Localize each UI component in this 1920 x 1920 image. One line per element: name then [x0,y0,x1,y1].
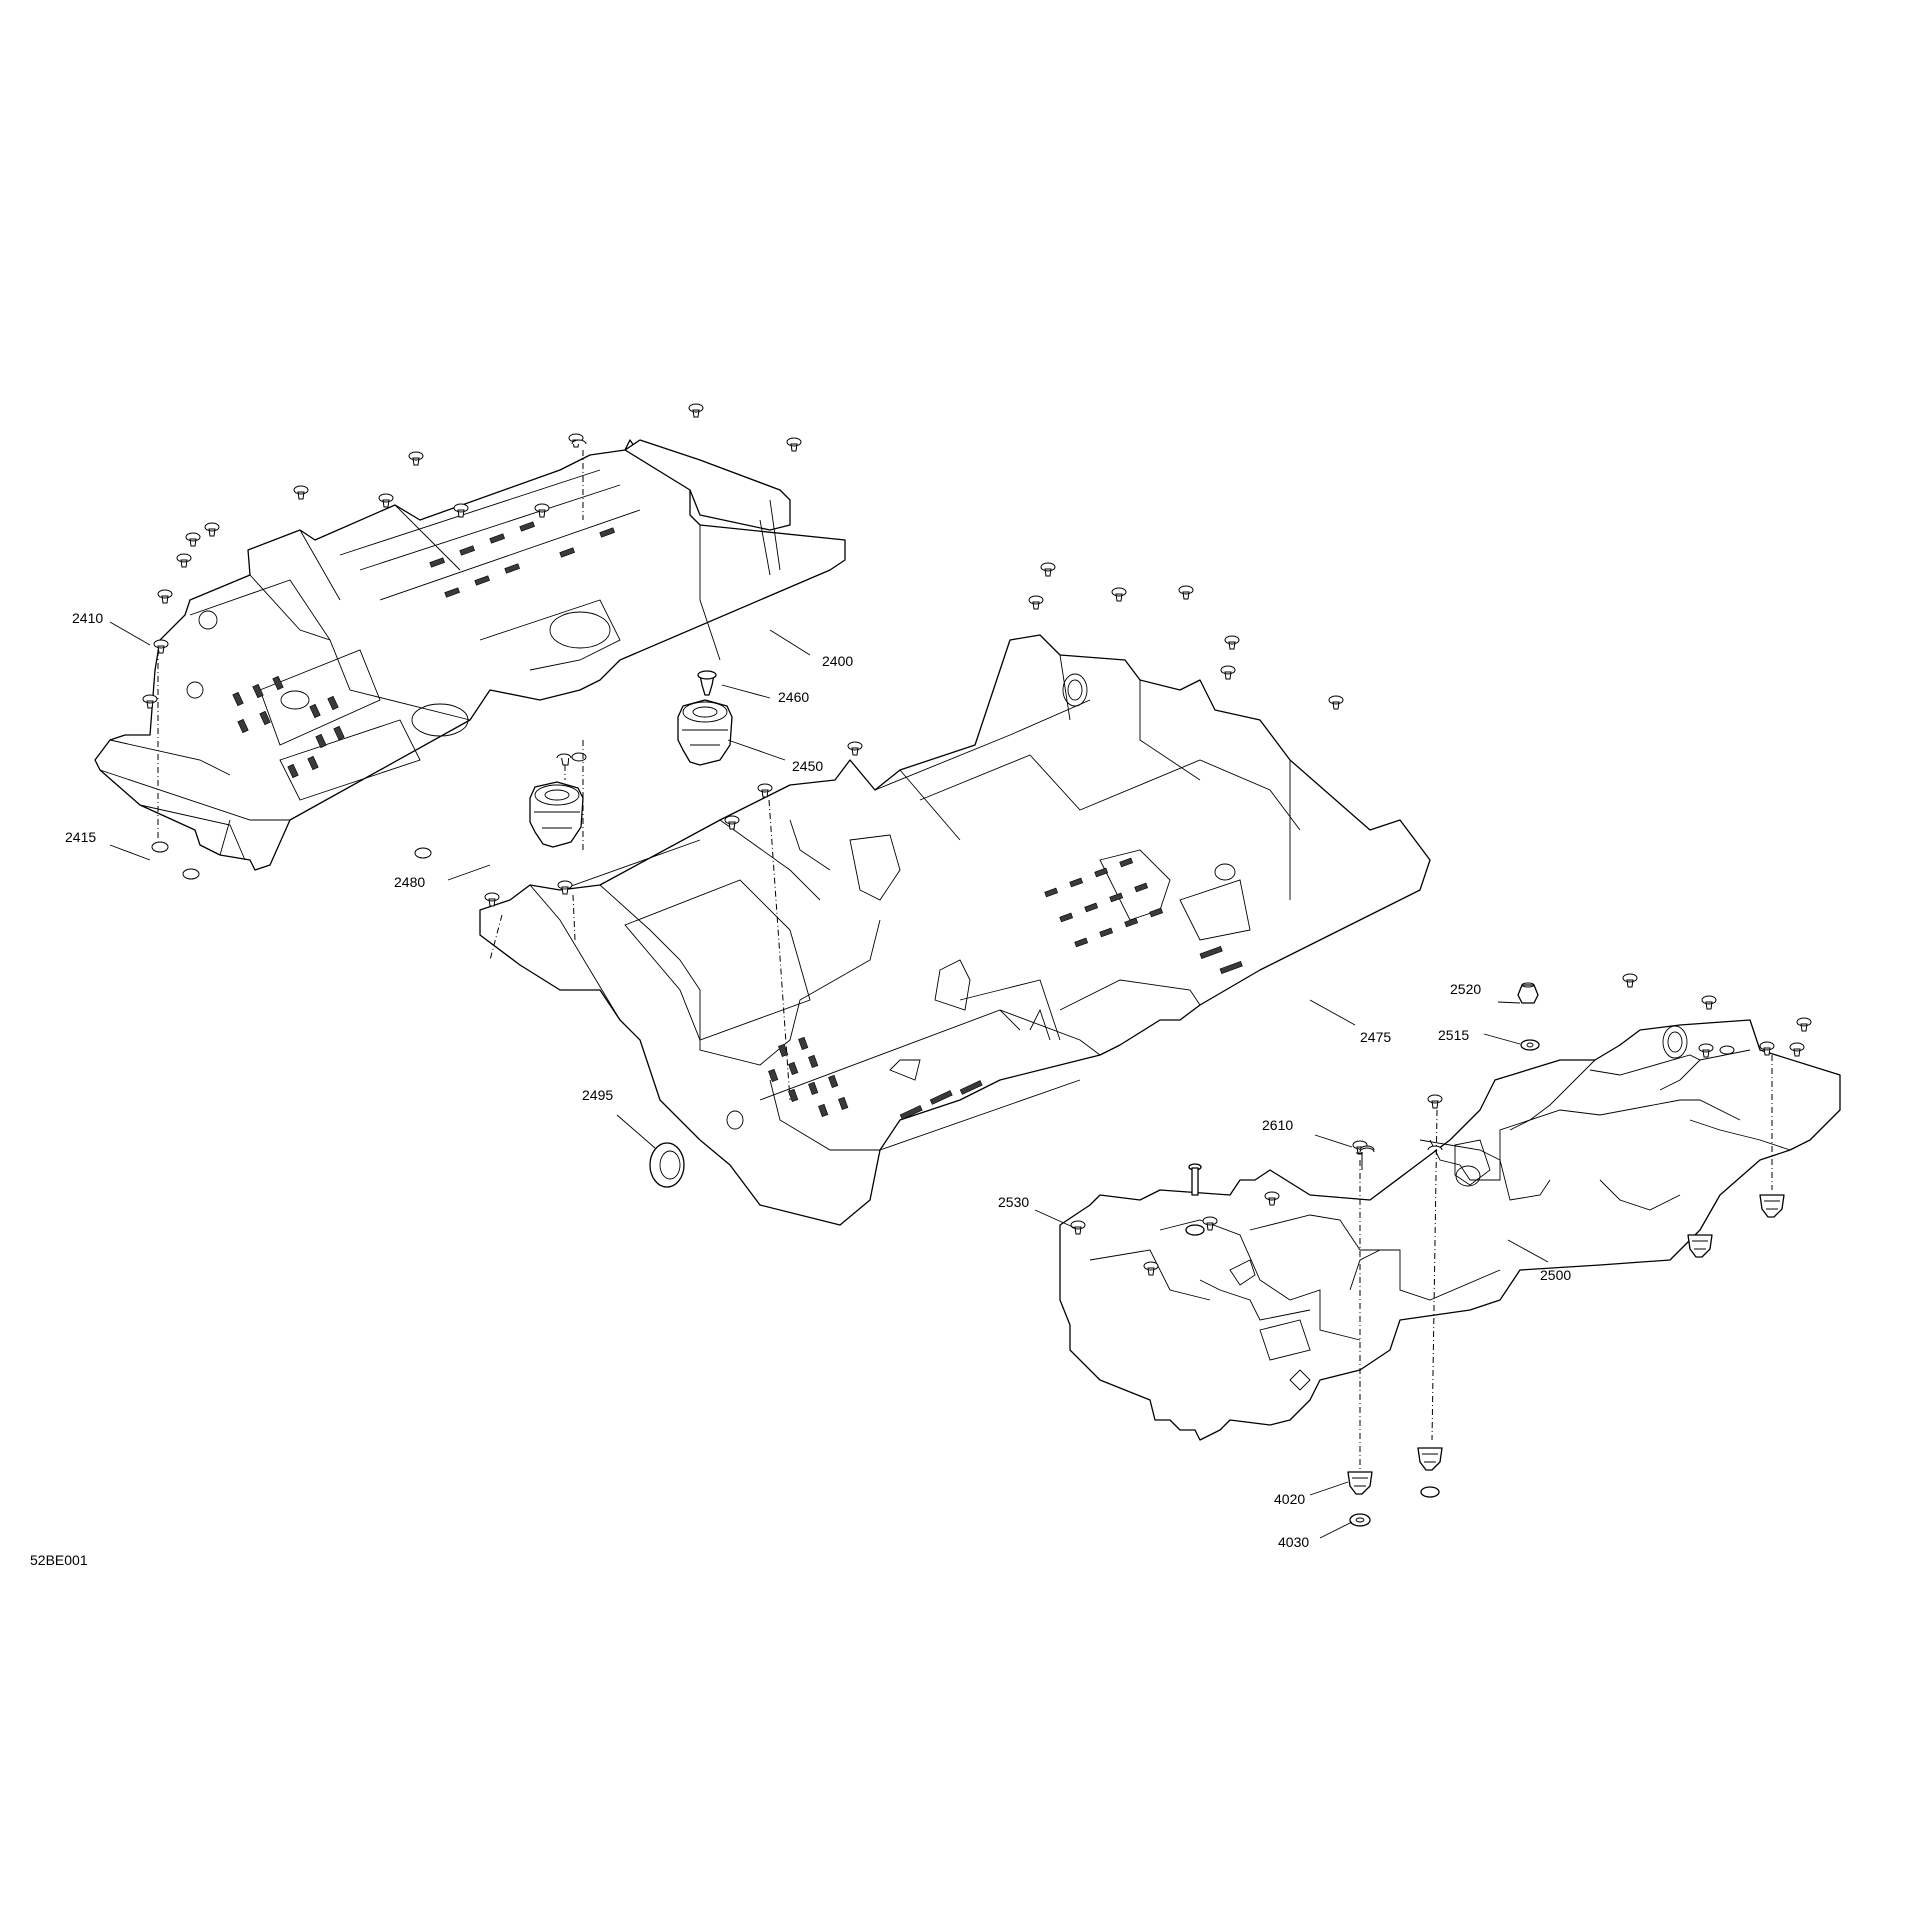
part-2500-front-under-panel[interactable] [1059,1019,1841,1441]
callout-2520: 2520 [1450,981,1481,997]
callout-2610: 2610 [1262,1117,1293,1133]
callouts: 2410 2415 2400 2460 2450 2480 2475 2495 … [65,610,1571,1550]
callout-2480: 2480 [394,874,425,890]
part-4020-clip-d[interactable] [1687,1234,1713,1258]
part-2400-rear-floor-panel[interactable] [94,439,846,871]
alignment-lines [157,450,1773,1470]
part-4030-washer[interactable] [1349,1513,1371,1527]
part-4020-clip-b[interactable] [1417,1447,1443,1498]
part-4020-clip-a[interactable] [1347,1471,1373,1495]
callout-2475: 2475 [1360,1029,1391,1045]
part-4020-clip-c[interactable] [1759,1194,1785,1218]
part-2450-cup-holder-b[interactable] [529,781,584,848]
callout-2460: 2460 [778,689,809,705]
part-2515-washer[interactable] [1520,1039,1540,1051]
part-2475-main-floor[interactable] [479,634,1431,1226]
callout-2450: 2450 [792,758,823,774]
part-2460-push-rivet[interactable] [697,670,717,696]
part-bolt-long[interactable] [1185,1163,1205,1236]
tread-slots-2400 [232,521,615,779]
part-2450-cup-holder-a[interactable] [677,699,733,766]
part-2495-grommet[interactable] [649,1142,685,1188]
fastener-group [142,403,1812,1276]
part-2520-nut[interactable] [1517,982,1539,1004]
callout-2415: 2415 [65,829,96,845]
tread-slots-2475 [768,857,1243,1120]
callout-2500: 2500 [1540,1267,1571,1283]
callout-2495: 2495 [582,1087,613,1103]
callout-2410: 2410 [72,610,103,626]
figure-id: 52BE001 [30,1552,88,1568]
callout-4030: 4030 [1278,1534,1309,1550]
callout-2400: 2400 [822,653,853,669]
callout-2530: 2530 [998,1194,1029,1210]
callout-4020: 4020 [1274,1491,1305,1507]
callout-2515: 2515 [1438,1027,1469,1043]
